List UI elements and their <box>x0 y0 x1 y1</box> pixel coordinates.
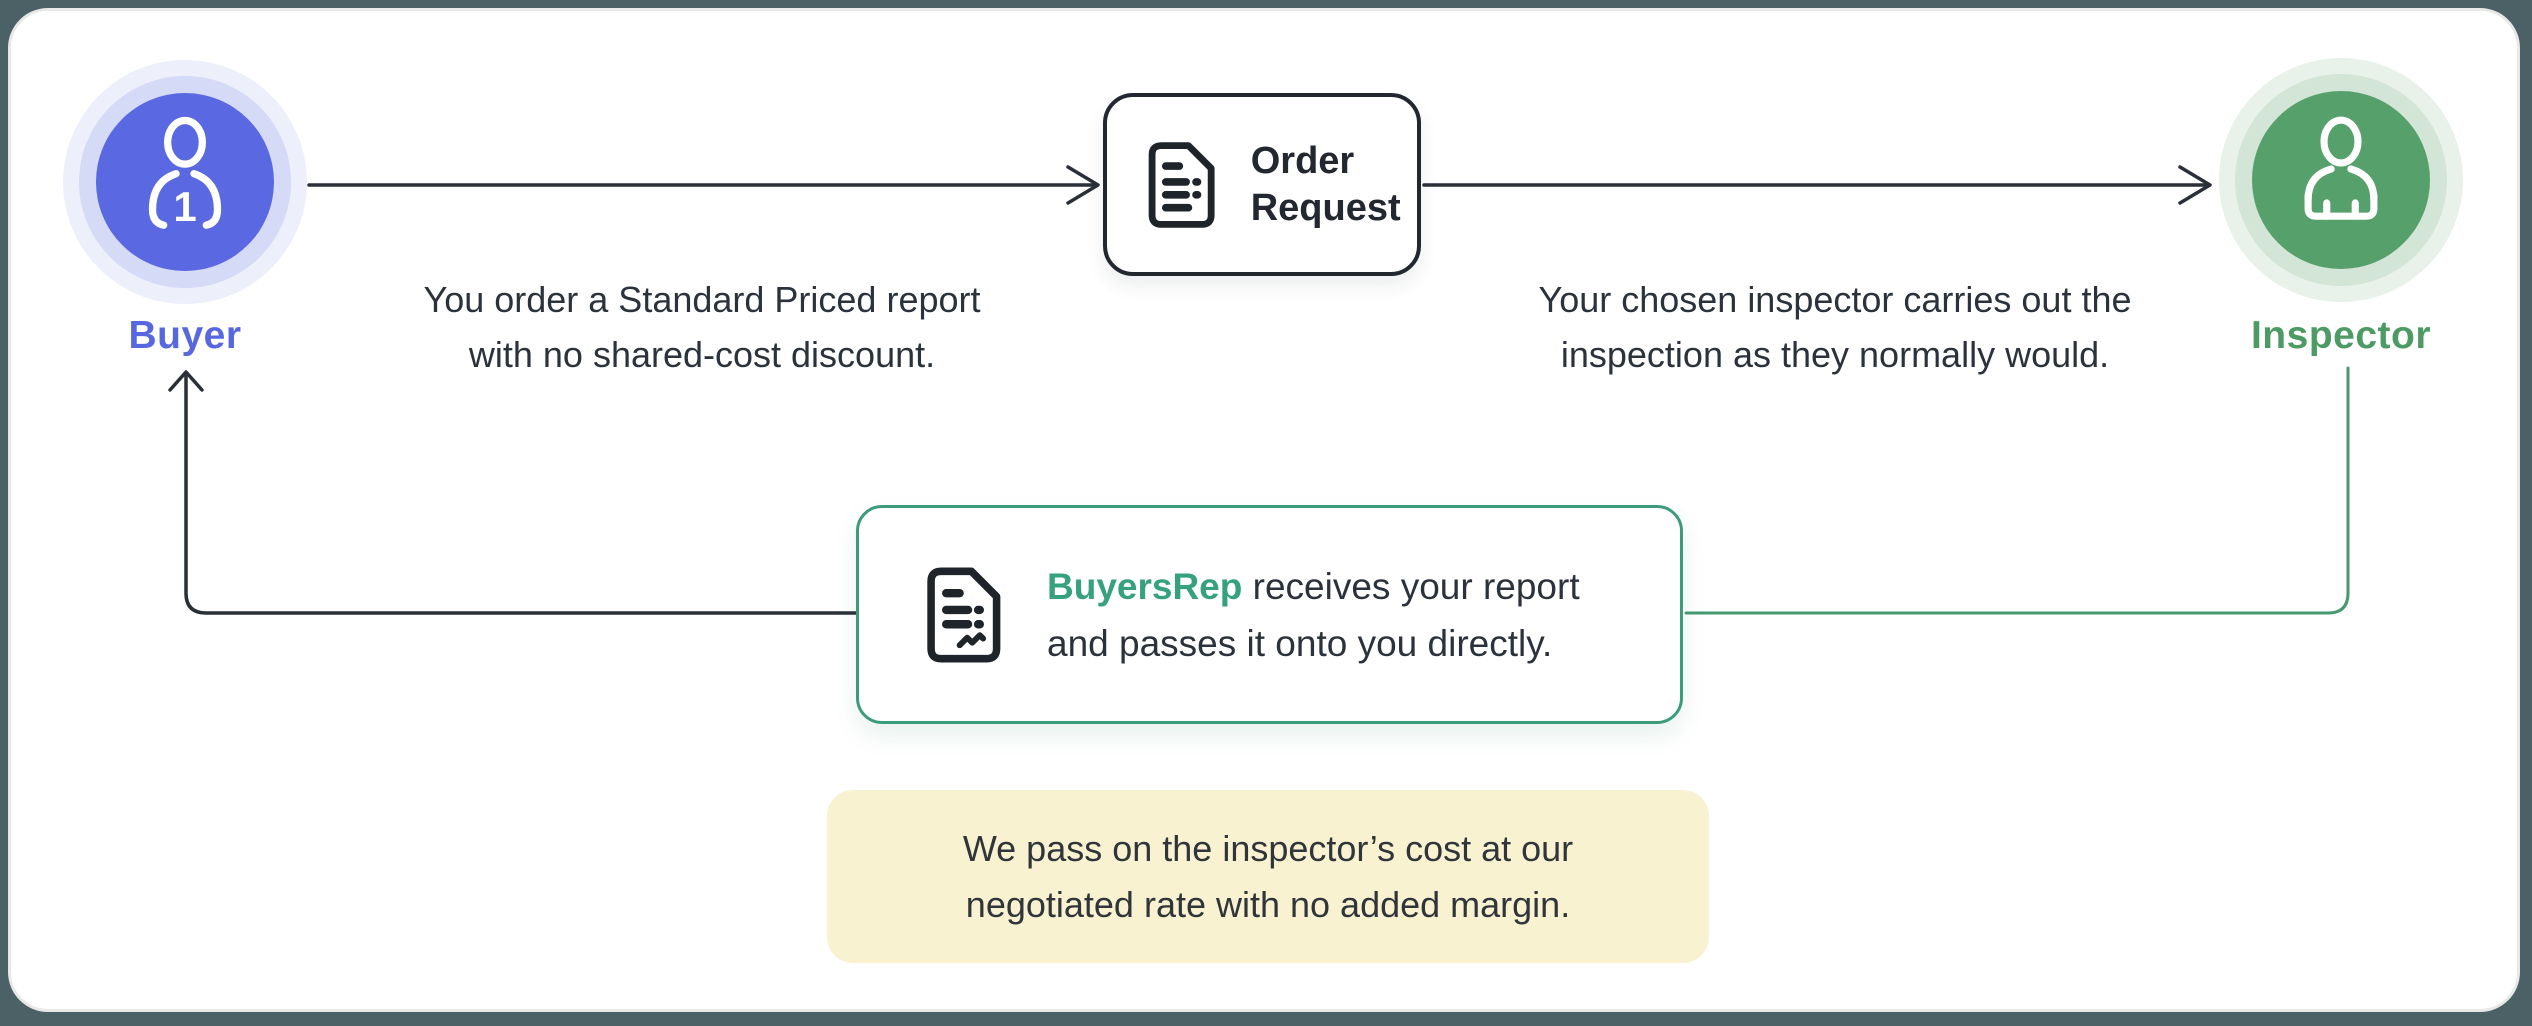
order-document-icon <box>1148 141 1215 228</box>
cost-note: We pass on the inspector’s cost at our n… <box>827 790 1709 963</box>
buyer-badge: 1 <box>173 183 197 230</box>
inspection-note-line1: Your chosen inspector carries out the <box>1538 279 2132 320</box>
order-note-line1: You order a Standard Priced report <box>423 279 981 320</box>
report-delivery-box: BuyersRep receives your report and passe… <box>856 505 1683 724</box>
inspector-label: Inspector <box>2250 314 2432 357</box>
buyer-label: Buyer <box>128 314 242 357</box>
order-note-line2: with no shared-cost discount. <box>468 334 936 375</box>
report-delivery-line2: and passes it onto you directly. <box>1047 622 1553 664</box>
brand-name: BuyersRep <box>1047 565 1243 607</box>
cost-note-line1: We pass on the inspector’s cost at our <box>962 827 1574 869</box>
order-note: You order a Standard Priced report with … <box>352 272 1052 382</box>
order-request-label: Order Request <box>1250 139 1401 229</box>
buyer-person-icon <box>148 116 222 229</box>
report-delivery-line1-rest: receives your report <box>1242 565 1580 607</box>
report-delivery-text: BuyersRep receives your report and passe… <box>1047 558 1580 672</box>
order-request-box: Order Request <box>1103 93 1421 276</box>
inspection-note: Your chosen inspector carries out the in… <box>1473 272 2197 382</box>
inspector-person-icon <box>2304 116 2378 220</box>
inspection-note-line2: inspection as they normally would. <box>1560 334 2110 375</box>
cost-note-line2: negotiated rate with no added margin. <box>965 883 1571 925</box>
report-document-icon <box>927 567 1001 662</box>
report-delivery-line1: BuyersRep receives your report <box>1047 558 1580 615</box>
